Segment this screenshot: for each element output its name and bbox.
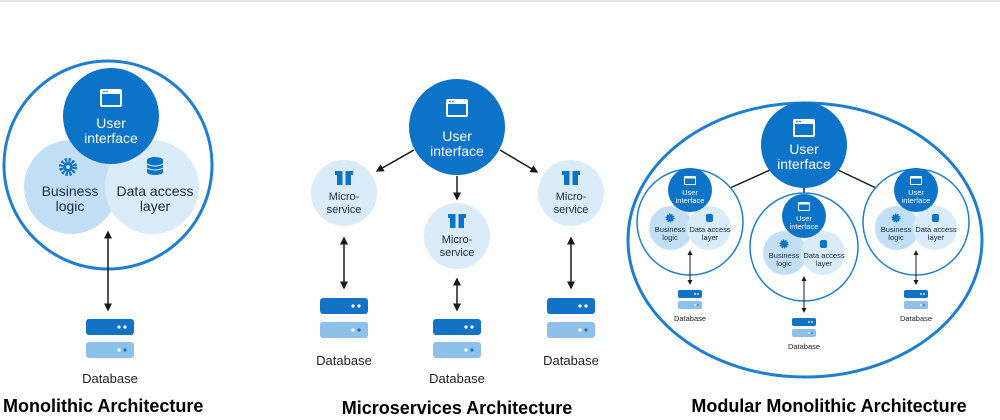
module-database-label: Database — [788, 342, 820, 351]
microservice-center: Micro- service — [424, 203, 490, 269]
gear-icon — [59, 158, 77, 176]
microservice-label-line2: service — [554, 204, 589, 216]
module-ui-label-line2: interface — [902, 196, 931, 205]
module-data-access-line1: Data access — [803, 251, 845, 260]
data-access-label-line2: layer — [140, 198, 171, 214]
database-label: Database — [429, 371, 485, 386]
gear-icon — [779, 239, 789, 249]
module-business-line1: Business — [769, 251, 800, 260]
package-icon — [448, 214, 466, 228]
window-icon — [446, 99, 468, 117]
module-data-access-line2: layer — [928, 233, 945, 242]
database-icon — [820, 240, 827, 248]
module-right: User interface Business logic Data acces… — [862, 168, 970, 323]
ui-label-line1: User — [442, 128, 472, 144]
ui-label-line1: User — [96, 115, 126, 131]
microservices-section: User interface Micro- service Database — [311, 79, 604, 418]
gear-icon — [891, 213, 901, 223]
microservice-label-line1: Micro- — [556, 191, 587, 203]
module-ui-label-line2: interface — [676, 196, 705, 205]
ui-label-line2: interface — [84, 130, 138, 146]
window-icon — [793, 119, 815, 137]
business-logic-bubble — [24, 140, 118, 234]
ui-label-line2: interface — [777, 156, 831, 172]
window-icon — [100, 89, 122, 107]
database-icon — [146, 157, 164, 175]
module-ui-label-line1: User — [908, 188, 924, 197]
module-business-line1: Business — [655, 225, 686, 234]
module-connector-right — [837, 169, 877, 189]
module-business-line1: Business — [881, 225, 912, 234]
module-data-access-line2: layer — [702, 233, 719, 242]
business-label-line2: logic — [56, 198, 85, 214]
microservices-title: Microservices Architecture — [342, 398, 572, 418]
user-interface-bubble — [761, 102, 847, 188]
microservice-label-line2: service — [440, 247, 475, 259]
database-stack-right — [547, 298, 595, 338]
package-icon — [562, 171, 580, 185]
database-label: Database — [543, 353, 599, 368]
database-label: Database — [316, 353, 372, 368]
module-database-label: Database — [900, 314, 932, 323]
monolithic-section: User interface Business logic Data acces… — [2, 59, 214, 416]
data-access-label-line1: Data access — [116, 183, 193, 199]
module-business-line2: logic — [776, 259, 792, 268]
module-data-access-line2: layer — [816, 259, 833, 268]
module-ui-label-line1: User — [682, 188, 698, 197]
user-interface-bubble — [409, 79, 505, 175]
modular-title: Modular Monolithic Architecture — [691, 396, 966, 416]
module-ui-label-line1: User — [796, 214, 812, 223]
module-ui-label-line2: interface — [790, 222, 819, 231]
database-stack-left — [320, 298, 368, 338]
module-database-label: Database — [674, 314, 706, 323]
arrow-to-right-service — [499, 149, 539, 173]
module-left: User interface Business logic Data acces… — [636, 168, 744, 323]
arrow-to-left-service — [375, 149, 415, 172]
microservice-left: Micro- service — [311, 160, 377, 226]
microservice-label-line1: Micro- — [329, 191, 360, 203]
package-icon — [335, 171, 353, 185]
database-label: Database — [82, 371, 138, 386]
module-connector-left — [729, 169, 771, 189]
module-business-line2: logic — [888, 233, 904, 242]
database-stack — [86, 319, 134, 358]
module-data-access-line1: Data access — [689, 225, 731, 234]
database-icon — [932, 214, 939, 222]
user-interface-bubble — [63, 68, 159, 164]
gear-icon — [665, 213, 675, 223]
modular-monolithic-section: User interface User interface Business l… — [626, 101, 984, 416]
ui-label-line2: interface — [430, 143, 484, 159]
business-label-line1: Business — [42, 183, 99, 199]
database-icon — [706, 214, 713, 222]
microservice-label-line2: service — [327, 204, 362, 216]
microservice-right: Micro- service — [538, 160, 604, 226]
module-center: User interface Business logic Data acces… — [749, 192, 859, 351]
monolithic-title: Monolithic Architecture — [3, 396, 203, 416]
module-business-line2: logic — [662, 233, 678, 242]
ui-label-line1: User — [789, 141, 819, 157]
database-stack-center — [433, 319, 481, 358]
microservice-label-line1: Micro- — [442, 234, 473, 246]
data-access-bubble — [105, 140, 199, 234]
module-data-access-line1: Data access — [915, 225, 957, 234]
